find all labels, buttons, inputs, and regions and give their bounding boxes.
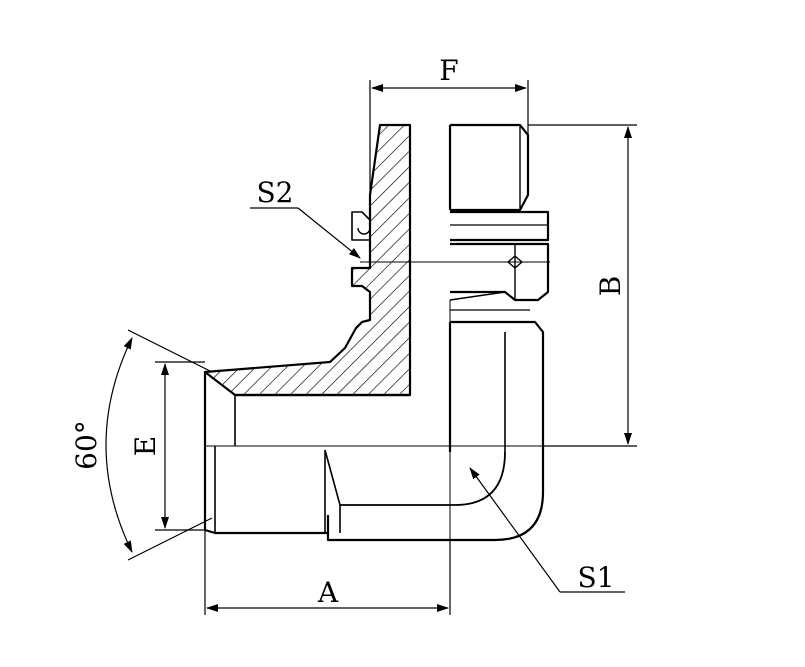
elbow-hex	[326, 320, 545, 542]
label-E: E	[129, 436, 162, 456]
top-stud	[450, 123, 530, 212]
label-A: A	[317, 576, 339, 609]
S1-leader	[469, 467, 561, 593]
label-S2: S2	[257, 176, 294, 209]
washer	[450, 210, 550, 242]
label-B: B	[594, 276, 627, 297]
lock-nut	[450, 242, 550, 302]
dimension-lines	[105, 80, 637, 615]
section-hatch	[203, 123, 412, 397]
seal-ring	[351, 211, 371, 241]
label-S1: S1	[578, 561, 615, 594]
label-F: F	[439, 54, 458, 87]
left-thread-end	[203, 372, 328, 535]
dim-angle-arc	[105, 337, 133, 553]
label-angle: 60°	[70, 420, 103, 470]
center-lines	[205, 261, 635, 612]
S2-leader	[297, 207, 361, 259]
